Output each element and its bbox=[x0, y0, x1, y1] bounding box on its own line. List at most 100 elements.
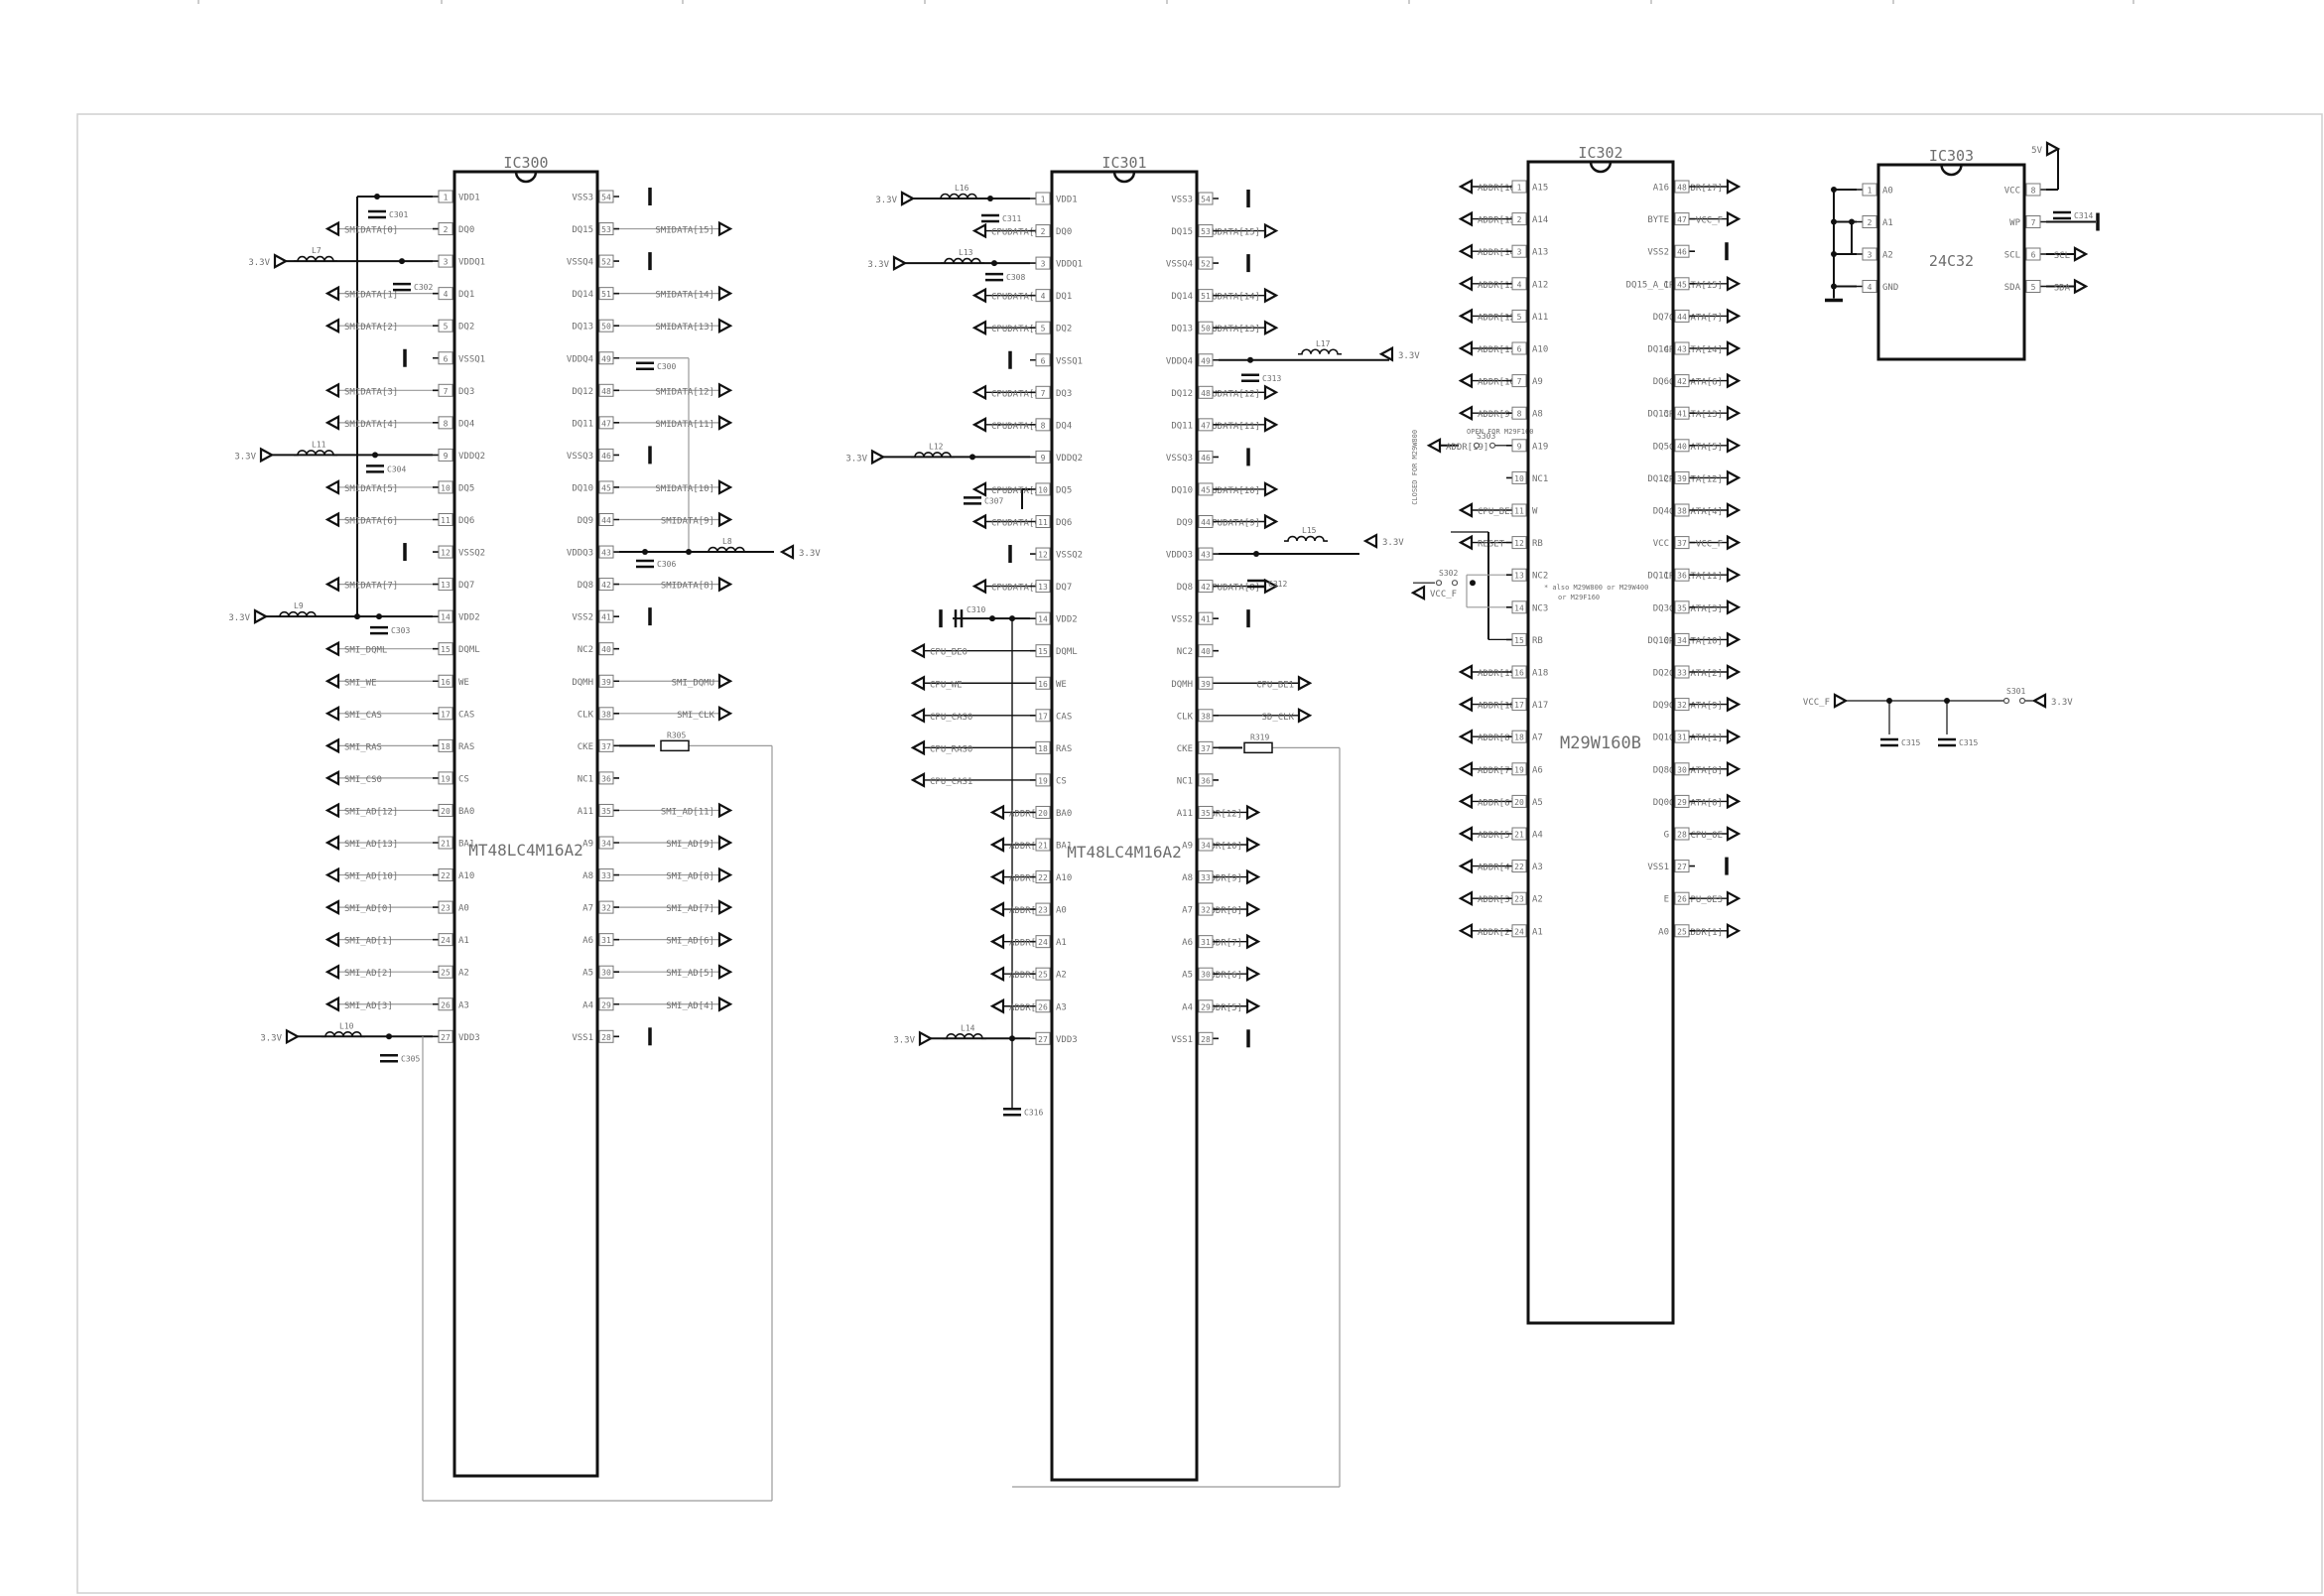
net-flag: SMI_AD[9] bbox=[666, 835, 733, 851]
net-label: VCC_F bbox=[1803, 698, 1830, 708]
pin-box bbox=[1198, 740, 1214, 754]
pin-number: 8 bbox=[2031, 187, 2036, 196]
pin-box bbox=[1674, 730, 1690, 743]
pin-name: A2 bbox=[1532, 895, 1543, 905]
net-label: CPUDATA[5] bbox=[991, 486, 1045, 496]
net-flag: SD_CLK bbox=[1261, 707, 1313, 724]
flag-arrow-icon bbox=[324, 511, 340, 528]
net-flag: ADDR[5] bbox=[1205, 998, 1261, 1014]
net-flag: ADDR[2] bbox=[1458, 922, 1515, 939]
pin-number: 8 bbox=[1517, 410, 1522, 419]
pin-name: G bbox=[1664, 831, 1669, 841]
flag-arrow-icon bbox=[1726, 826, 1742, 842]
pin-name: DQ13 bbox=[1647, 410, 1669, 420]
net-flag: CPUDATA[14] bbox=[1201, 287, 1279, 304]
pin-name: DQ13 bbox=[1171, 325, 1193, 334]
pin-name: VDD3 bbox=[1056, 1035, 1078, 1045]
pin-name: A3 bbox=[1532, 863, 1543, 872]
chip-body bbox=[1526, 160, 1675, 1325]
net-label: CPU_CAS1 bbox=[930, 777, 972, 787]
junction-dot bbox=[1247, 356, 1253, 363]
net-label: CPUDATA[15] bbox=[1201, 228, 1260, 238]
net-label: CPU_BE3 bbox=[1478, 507, 1515, 517]
net-label: ADDR[9] bbox=[1478, 410, 1515, 420]
pin-box bbox=[598, 900, 614, 914]
resistor-ref: R319 bbox=[1250, 732, 1269, 741]
pin-number: 5 bbox=[1041, 325, 1046, 333]
pin-name: A2 bbox=[458, 969, 469, 979]
pin-box bbox=[1198, 870, 1214, 884]
pin-box bbox=[438, 383, 453, 397]
net-label: SMI_AD[2] bbox=[344, 969, 393, 979]
pin-box bbox=[598, 480, 614, 494]
pin-number: 37 bbox=[1677, 539, 1687, 548]
flag-arrow-icon bbox=[989, 804, 1005, 821]
net-label: SMIDATA[4] bbox=[344, 420, 398, 430]
pin-box bbox=[438, 222, 453, 236]
pin-number: 2 bbox=[1041, 227, 1046, 236]
pin-name: VSSQ1 bbox=[1056, 356, 1083, 366]
net-label: CPUDATA[5] bbox=[1669, 443, 1723, 453]
net-flag: 3.3V bbox=[260, 1028, 301, 1045]
net-label: 3.3V bbox=[799, 549, 821, 559]
pin-number: 9 bbox=[1517, 442, 1522, 451]
pin-number: 2 bbox=[1868, 218, 1872, 227]
flag-arrow-icon bbox=[989, 901, 1005, 917]
net-label: SMI_AD[10] bbox=[344, 872, 398, 882]
pin-name: NC2 bbox=[578, 645, 593, 655]
pin-number: 25 bbox=[1038, 971, 1048, 980]
net-label: ADDR[12] bbox=[1478, 313, 1520, 323]
pin-number: 51 bbox=[601, 290, 611, 299]
net-flag: CPU_CAS1 bbox=[910, 772, 972, 788]
pin-number: 52 bbox=[601, 258, 611, 267]
pin-number: 47 bbox=[1677, 215, 1687, 224]
pin-name: A9 bbox=[582, 840, 593, 850]
net-flag: 3.3V bbox=[248, 253, 289, 269]
pin-name: A10 bbox=[458, 871, 474, 881]
pin-name: CLK bbox=[1177, 712, 1194, 722]
flag-arrow-icon bbox=[1726, 210, 1742, 227]
pin-number: 43 bbox=[1201, 551, 1211, 560]
pin-name: DQMH bbox=[572, 678, 593, 688]
inductor-ref: L10 bbox=[339, 1021, 354, 1030]
pin-name: DQ0 bbox=[458, 225, 474, 235]
pin-name: VSS2 bbox=[1171, 615, 1193, 625]
flag-arrow-icon bbox=[1726, 890, 1742, 907]
pin-box bbox=[598, 642, 614, 656]
net-flag: SMI_AD[7] bbox=[666, 899, 733, 915]
pin-name: VSSQ3 bbox=[567, 452, 593, 462]
pin-box bbox=[1511, 600, 1527, 614]
pin-box bbox=[598, 351, 614, 365]
net-label: CPUDATA[9] bbox=[1207, 519, 1260, 529]
net-flag: VCC_F bbox=[1803, 693, 1849, 709]
chip-part: 24C32 bbox=[1929, 252, 1974, 270]
pin-name: A4 bbox=[1532, 831, 1543, 841]
pin-number: 12 bbox=[1038, 551, 1048, 560]
net-flag: ADDR[15] bbox=[1458, 210, 1520, 227]
net-label: ADDR[6] bbox=[1205, 971, 1242, 981]
net-flag: CPUDATA[4] bbox=[1669, 502, 1742, 518]
pin-box bbox=[438, 803, 453, 817]
pin-box bbox=[1035, 192, 1051, 205]
net-label: SMI_CLK bbox=[677, 711, 715, 721]
net-flag: 3.3V bbox=[845, 449, 886, 466]
flag-arrow-icon bbox=[910, 707, 926, 724]
pin-name: DQ1 bbox=[1653, 733, 1669, 743]
pin-name: DQ2 bbox=[1653, 669, 1669, 679]
pin-box bbox=[1674, 632, 1690, 646]
flag-arrow-icon bbox=[1245, 837, 1261, 853]
net-label: CPUDATA[1] bbox=[991, 293, 1045, 303]
net-label: SMIDATA[2] bbox=[344, 323, 398, 332]
net-label: ADDR[10] bbox=[1200, 842, 1242, 852]
net-flag: CPUDATA[14] bbox=[1663, 340, 1742, 356]
net-label: ADDR[6] bbox=[1478, 798, 1515, 808]
pin-box bbox=[1198, 838, 1214, 852]
pin-name: DQ14 bbox=[572, 290, 593, 300]
pin-box bbox=[438, 190, 453, 203]
net-label: SMI_DQMU bbox=[672, 678, 714, 688]
net-flag: CPUDATA[13] bbox=[1201, 320, 1279, 336]
flag-arrow-icon bbox=[1726, 598, 1742, 615]
pin-name: DQ11 bbox=[1647, 572, 1669, 582]
flag-arrow-icon bbox=[324, 770, 340, 786]
